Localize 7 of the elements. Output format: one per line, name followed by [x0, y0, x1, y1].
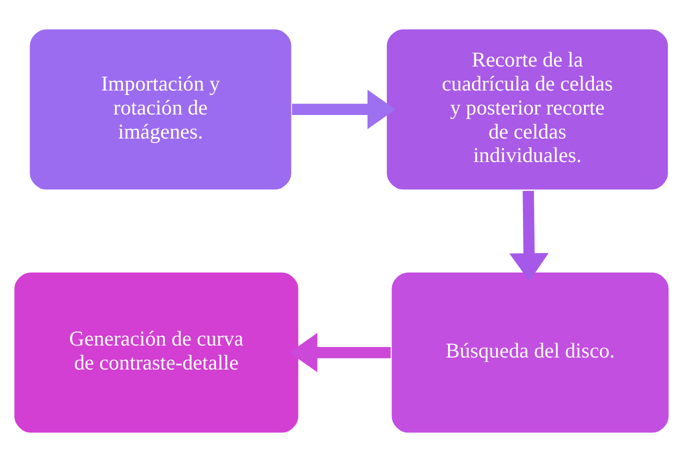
node-box: Búsqueda del disco.: [390, 271, 670, 434]
arrow: [509, 190, 549, 282]
node-box: Recorte de la cuadrícula de celdas y posterior recorte de celdas individuales.: [385, 28, 670, 191]
arrow: [289, 332, 391, 372]
arrow: [292, 90, 396, 130]
node-box: Generación de curva de contraste-detalle: [12, 271, 300, 434]
node-box: Importación y rotación de imágenes.: [28, 28, 293, 191]
